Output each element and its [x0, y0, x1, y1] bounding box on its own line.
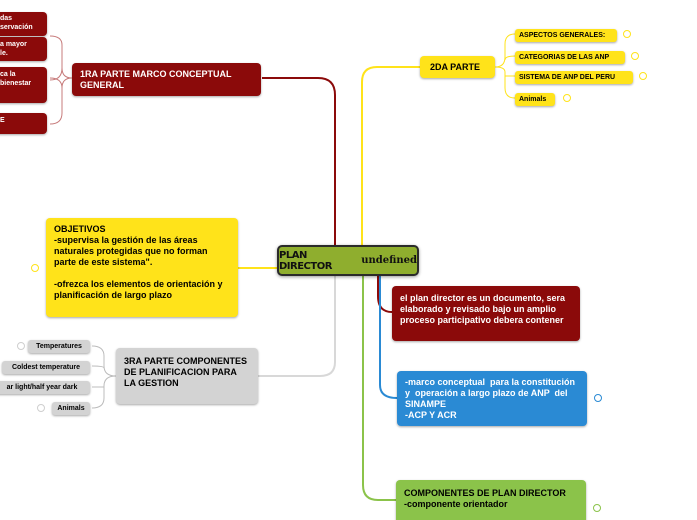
- collapse-toggle-icon[interactable]: [594, 394, 602, 402]
- central-topic[interactable]: PLAN DIRECTOR undefined: [277, 245, 419, 276]
- collapse-toggle-icon[interactable]: [31, 264, 39, 272]
- branch-2-child-categorias[interactable]: CATEGORIAS DE LAS ANP: [515, 51, 625, 64]
- branch-marco-conceptual-sinampe[interactable]: -marco conceptual para la constitución y…: [397, 371, 587, 426]
- collapse-toggle-icon[interactable]: [623, 30, 631, 38]
- branch-1-child-1[interactable]: das servación: [0, 12, 47, 36]
- collapse-toggle-icon[interactable]: [631, 52, 639, 60]
- branch-2da-parte[interactable]: 2DA PARTE: [420, 56, 495, 78]
- branch-objetivos[interactable]: OBJETIVOS -supervisa la gestión de las á…: [46, 218, 238, 317]
- central-title: PLAN DIRECTOR: [279, 249, 332, 272]
- branch-plan-director-doc[interactable]: el plan director es un documento, sera e…: [392, 286, 580, 341]
- branch-3ra-parte[interactable]: 3RA PARTE COMPONENTES DE PLANIFICACION P…: [116, 348, 258, 404]
- collapse-toggle-icon[interactable]: [563, 94, 571, 102]
- branch-1-child-3[interactable]: ca la bienestar: [0, 67, 47, 103]
- branch-2-child-aspectos[interactable]: ASPECTOS GENERALES:: [515, 29, 617, 42]
- branch-3-child-light-dark[interactable]: ar light/half year dark: [0, 381, 90, 394]
- branch-3-child-temperatures[interactable]: Temperatures: [28, 340, 90, 353]
- branch-2-child-animals[interactable]: Animals: [515, 93, 555, 106]
- central-suffix: undefined: [361, 255, 417, 266]
- branch-3-child-animals[interactable]: Animals: [52, 402, 90, 415]
- collapse-toggle-icon[interactable]: [639, 72, 647, 80]
- branch-componentes-plan[interactable]: COMPONENTES DE PLAN DIRECTOR -componente…: [396, 480, 586, 520]
- branch-1-child-4[interactable]: E: [0, 113, 47, 134]
- branch-3-child-coldest[interactable]: Coldest temperature: [2, 361, 90, 374]
- branch-1-child-2[interactable]: a mayor le.: [0, 37, 47, 61]
- collapse-toggle-icon[interactable]: [593, 504, 601, 512]
- branch-2-child-sistema[interactable]: SISTEMA DE ANP DEL PERU: [515, 71, 633, 84]
- collapse-toggle-icon[interactable]: [37, 404, 45, 412]
- branch-marco-conceptual[interactable]: 1RA PARTE MARCO CONCEPTUAL GENERAL: [72, 63, 261, 96]
- collapse-toggle-icon[interactable]: [17, 342, 25, 350]
